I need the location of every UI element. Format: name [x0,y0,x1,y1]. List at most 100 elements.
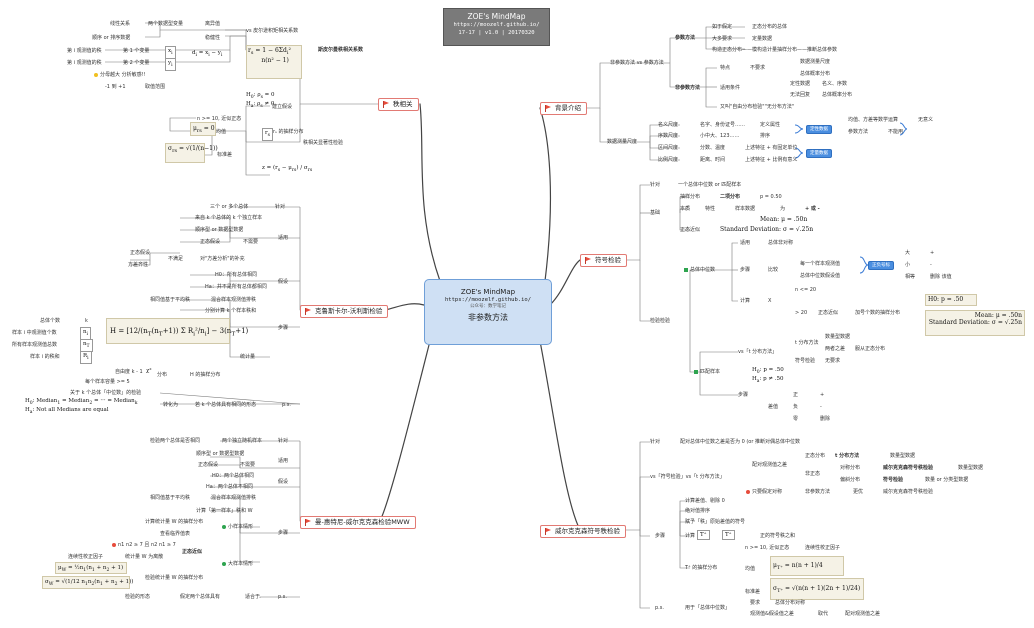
node-outlier[interactable]: 离异值 [205,21,221,27]
node-sg-binom[interactable]: 抽样分布 [680,194,701,200]
node-wx-paired[interactable]: 配对总体中位数之差是否为 0 (or 推断对偶总体中位数 [680,439,801,445]
node-bg-param-m[interactable]: 参数方法 [848,129,869,135]
node-bg-nominal[interactable]: 名义、序数 [822,81,848,87]
node-kw-mixed[interactable]: 混合样本观测值排秩 [211,297,257,303]
node-mw-ordnum[interactable]: 顺序型 or 数据型数据 [196,451,245,457]
node-mw-for[interactable]: 针对 [278,438,289,444]
node-kw-for[interactable]: 针对 [275,204,286,210]
branch-background[interactable]: 背景介绍 [540,102,587,115]
node-mw-small[interactable]: 小样本情形 [222,524,253,530]
node-mw-assume[interactable]: 假设 [278,479,289,485]
node-sg-equal[interactable]: 相等 [905,274,916,280]
node-sg-pop-sym[interactable]: 总体非对称 [768,240,794,246]
node-wx-mean[interactable]: 均值 [745,566,756,572]
node-sg-approx[interactable]: 正态近似 [680,227,701,233]
node-kw-cond[interactable]: 自由度 k - 1 [115,369,143,375]
node-bg-prior[interactable]: 如于假定 [712,24,733,30]
node-bg-unusable[interactable]: 不能用 [888,129,904,135]
node-bg-no-dist[interactable]: 无法回复 [790,92,811,98]
node-bg-pop-dist[interactable]: 总体概率分布 [800,71,831,77]
node-rank1[interactable]: 第 i 观测值的秩 [67,48,102,54]
node-linear[interactable]: 线性关系 [110,21,131,27]
node-bg-temp[interactable]: 分数、温度 [700,145,726,151]
node-wx-num[interactable]: 数量型数据 [890,453,916,459]
node-sg-diff[interactable]: 两者之差 [825,346,846,352]
node-sg-n20[interactable]: n <= 20 [795,287,817,293]
node-wx-ps[interactable]: p.s. [655,605,664,611]
node-wx-only[interactable]: 只要假定对称 [746,489,782,495]
node-mw-steps[interactable]: 步骤 [278,530,289,536]
node-bg-num[interactable]: 定量数据 [752,36,773,42]
node-kw-indep[interactable]: 来自 k 个总体的 k 个独立样本 [195,215,263,221]
branch-sign-test[interactable]: 符号检验 [580,254,627,267]
node-sg-paired[interactable]: 匹配样本 [694,369,720,375]
node-sg-t-dist[interactable]: t 分布方法 [795,340,819,346]
node-rank2[interactable]: 第 i 观测值的秩 [67,60,102,66]
node-kw-assume[interactable]: 假设 [278,279,289,285]
node-sg-normal-diff[interactable]: 服从正态分布 [855,346,886,352]
node-bg-nonp[interactable]: 非参数方法 [675,85,701,91]
node-wx-compare[interactable]: 观测值&假设值之差 [750,611,794,617]
node-wx-cont[interactable]: 连续性校正因子 [805,545,841,551]
node-bg-noreq[interactable]: 不要求 [750,65,766,71]
node-sampling[interactable]: rₛ 的抽样分布 [273,129,304,135]
node-mw-calc-w[interactable]: 计算「第一样本」秩和 W [196,508,253,514]
node-kw-convert[interactable]: 转化为 [163,402,179,408]
node-wx-num-or-q[interactable]: 数量 or 分类型数据 [925,477,969,483]
node-mw-cont[interactable]: 连续性校正因子 [68,554,104,560]
node-sg-calc[interactable]: 计算 [740,298,751,304]
node-wx-symm-pop[interactable]: 总体分布对称 [775,600,806,606]
node-sg-del[interactable]: 删除 [820,416,831,422]
node-sg-pm-sign[interactable]: 正负号标 [868,261,894,270]
node-wx-skew[interactable]: 偏斜分布 [840,477,861,483]
node-num-type[interactable]: 两个数据型变量 [148,21,184,27]
node-range[interactable]: -1 到 +1 [105,84,126,90]
node-wx-over[interactable]: 更优 [853,489,864,495]
node-sg-basic[interactable]: 基础 [650,210,661,216]
node-kw-same-shape[interactable]: 若 k 个总体具有相同的形态 [195,402,257,408]
node-kw-unsat[interactable]: 不满足 [168,256,184,262]
node-sg-small[interactable]: 小 [905,262,911,268]
node-range-note[interactable]: 取值范围 [145,84,166,90]
node-mw-shape[interactable]: 检验的形态 [125,594,151,600]
node-kw-steps[interactable]: 步骤 [278,325,289,331]
header-url[interactable]: https://moozelf.github.io/ [453,22,540,28]
node-kw-sample-n[interactable]: 总体个数 [40,318,61,324]
node-wx-normal[interactable]: 正态分布 [805,453,826,459]
node-sg-compare[interactable]: 比较 [768,267,779,273]
node-wx-vs[interactable]: vs「符号检验」vs「t 分布方法」 [650,474,725,480]
node-mw-approx[interactable]: 正态近似 [182,549,203,555]
node-kw-ri[interactable]: 样本 i 的秩和 [30,354,60,360]
node-bg-meaningless[interactable]: 无意义 [918,117,934,123]
node-sg-diff2[interactable]: 差值 [768,404,779,410]
node-sg-binom-v[interactable]: 二项分布 [720,194,741,200]
node-sg-neg[interactable]: 负 [793,404,799,410]
node-kw-hdist[interactable]: H 的抽样分布 [190,372,221,378]
node-kw-ordnum[interactable]: 顺序型 or 数据型数据 [195,227,244,233]
node-sg-sign-data[interactable]: 符号检验 [795,358,816,364]
node-wx-sd[interactable]: 标准差 [745,589,761,595]
node-sg-drop[interactable]: 删除 该值 [930,274,952,280]
node-sg-norm-approx[interactable]: 正态近似 [818,310,839,316]
node-mw-cond-big[interactable]: n1 n2 ≥ 7 且 n2 n1 ≥ 7 [112,542,176,548]
node-wx-num2[interactable]: 数量型数据 [958,465,984,471]
node-mw-h0[interactable]: H0：两个总体相同 [212,473,254,479]
node-wx-steps[interactable]: 步骤 [655,533,666,539]
node-bg-nominal-s[interactable]: 名义尺度 [658,122,679,128]
node-bg-dist[interactable]: 距离、时间 [700,157,726,163]
node-bg-interval[interactable]: 区间尺度 [658,145,679,151]
node-spearman[interactable]: 斯皮尔曼秩相关系数 [318,47,364,53]
branch-mann-whitney[interactable]: 曼-惠特尼-威尔克克森检验MWW [300,516,416,529]
node-bg-normal-dist[interactable]: 正态分布的总体 [752,24,788,30]
node-kw-apply[interactable]: 适用 [278,235,289,241]
node-kw-median-test[interactable]: 关于 k 个总体「中位数」的检验 [70,390,142,396]
node-kw-normal[interactable]: 正态假设 [200,239,221,245]
node-bg-qual[interactable]: 定性数据 [790,81,811,87]
node-sg-steps2[interactable]: 步骤 [738,392,749,398]
node-wx-t-dist[interactable]: T⁺ 的抽样分布 [685,565,718,571]
node-sg-pm[interactable]: + 或 - [805,206,820,212]
node-mw-mixed[interactable]: 混合样本观测值排秩 [211,495,257,501]
node-mw-rank-mix[interactable]: 相同值基于平均秩 [150,495,191,501]
node-bg-order-s[interactable]: 序数尺度 [658,133,679,139]
node-mw-ha[interactable]: Ha：两个总体不相同 [206,484,253,490]
